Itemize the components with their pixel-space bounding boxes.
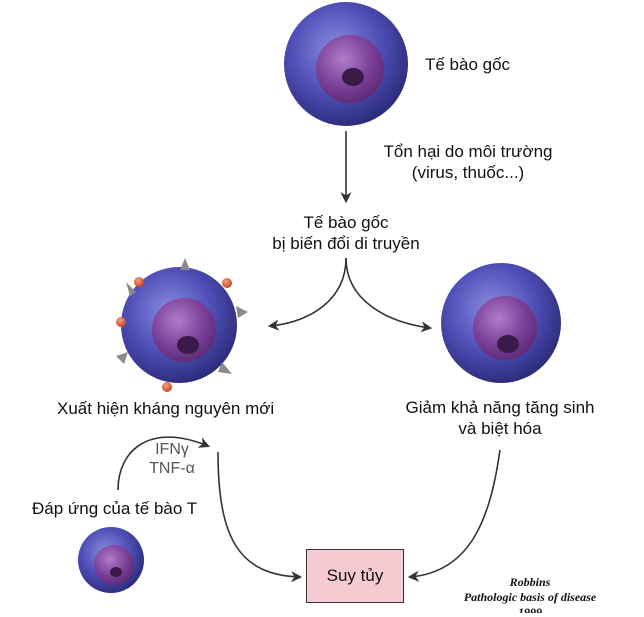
- antigen-spike: [126, 282, 136, 296]
- antigen-to-outcome-arrow: [217, 451, 303, 583]
- reduced-label: Giảm khả năng tăng sinh và biệt hóa: [378, 397, 622, 439]
- mutated-cell-label: Tế bào gốc bị biến đổi di truyền: [236, 212, 456, 254]
- credit-line3: 1999: [518, 605, 542, 613]
- damage-label: Tổn hại do môi trường (virus, thuốc...): [368, 141, 568, 183]
- reduced-to-outcome-arrow: [407, 449, 501, 582]
- antigen-dot: [222, 278, 232, 288]
- antigen-dot: [134, 277, 144, 287]
- credit-line1: Robbins: [509, 575, 551, 589]
- branch-right-arrow: [345, 257, 433, 333]
- cytokine-ifn: IFNγ: [155, 441, 189, 458]
- reduced-label-line2: và biệt hóa: [458, 419, 542, 438]
- antigen-spike: [116, 352, 128, 364]
- reduced-cell: [441, 263, 561, 383]
- branch-left-arrow: [267, 257, 347, 331]
- cytokine-arrow: [117, 436, 211, 491]
- credit-line2: Pathologic basis of disease: [463, 590, 597, 604]
- antigen-dot: [116, 317, 126, 327]
- antigen-spike: [180, 258, 190, 270]
- cytokine-tnf: TNF-α: [149, 460, 195, 477]
- new-antigen-label: Xuất hiện kháng nguyên mới: [57, 399, 275, 418]
- reduced-label-line1: Giảm khả năng tăng sinh: [405, 398, 595, 417]
- t-cell-response-label: Đáp ứng của tế bào T: [32, 499, 198, 518]
- antigen-spike: [218, 362, 232, 374]
- antigen-dot: [162, 382, 172, 392]
- antigen-spike: [236, 306, 248, 318]
- mutated-label-line2: bị biến đổi di truyền: [272, 234, 420, 253]
- outcome-label: Suy tủy: [326, 566, 384, 585]
- source-credit: Robbins Pathologic basis of disease 1999: [440, 575, 620, 613]
- outcome-box: Suy tủy: [306, 549, 404, 603]
- antigen-cell: [116, 258, 248, 392]
- stem-cell: [284, 2, 408, 126]
- mutated-label-line1: Tế bào gốc: [303, 213, 389, 232]
- cytokine-label: IFNγ TNF-α: [142, 440, 202, 478]
- t-cell: [78, 527, 144, 593]
- damage-label-line2: (virus, thuốc...): [411, 163, 525, 182]
- stem-cell-label: Tế bào gốc: [425, 55, 511, 74]
- damage-label-line1: Tổn hại do môi trường: [383, 142, 553, 161]
